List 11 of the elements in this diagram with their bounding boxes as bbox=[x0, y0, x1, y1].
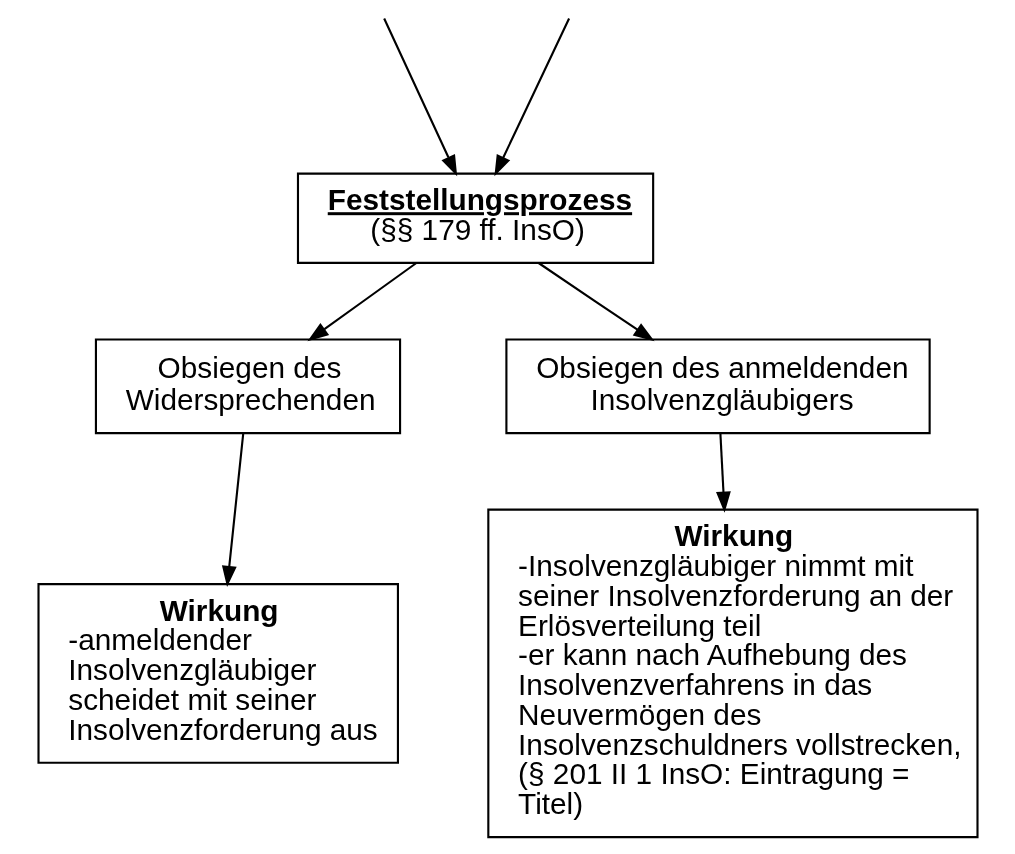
node-box: Wirkung -anmeldender Insolvenzgläubiger scheidet mit seiner Insolvenzforderung aus bbox=[36, 583, 399, 764]
node-box: Feststellungsprozess (§§ 179 ff. InsO) bbox=[296, 172, 654, 264]
arrow bbox=[493, 18, 570, 177]
arrow bbox=[221, 433, 244, 588]
node-box: Obsiegen des Widersprechenden bbox=[94, 338, 401, 435]
arrow bbox=[537, 262, 655, 342]
arrow bbox=[306, 262, 417, 342]
arrow bbox=[382, 18, 457, 177]
arrow bbox=[715, 433, 731, 513]
node-box: Obsiegen des anmeldenden Insolvenzgläubigers bbox=[504, 338, 931, 435]
node-box: Wirkung -Insolvenzgläubiger nimmt mit seiner Insolvenzforderung an der Erlösverteilung teil -er kann nach Aufhebung des Insolvenzverfahrens in das Neuvermögen des Insolvenzschuldners vollstrecken, (§ 201 II 1 InsO: Eintragung = Titel) bbox=[486, 508, 979, 839]
